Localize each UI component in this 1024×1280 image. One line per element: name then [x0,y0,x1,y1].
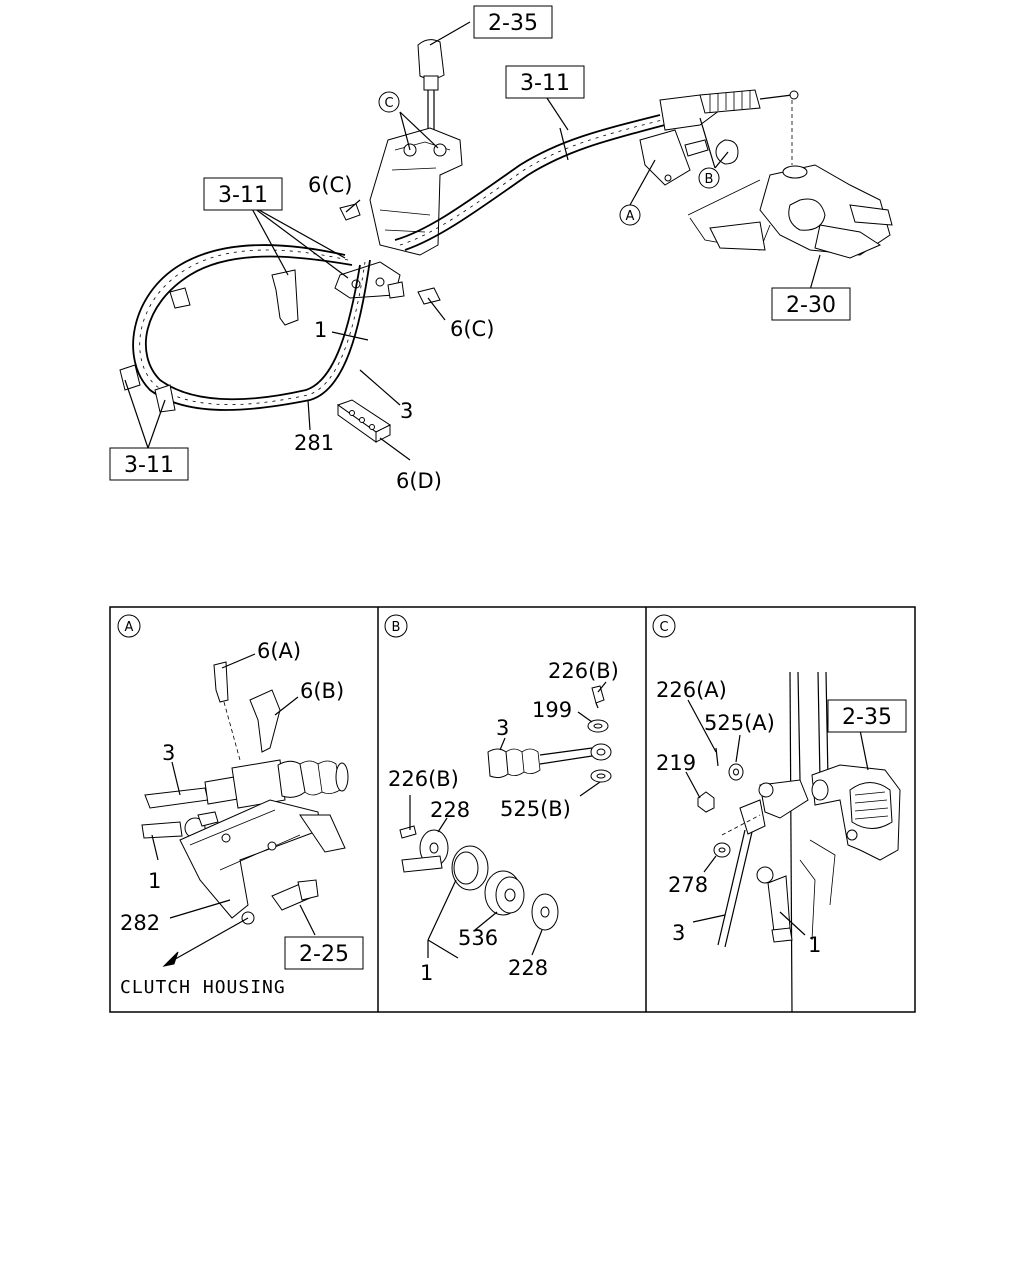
callout-2-30: 2-30 [771,287,851,321]
svg-text:2-35: 2-35 [488,11,538,36]
shift-cable-right [394,89,799,251]
label-6d: 6(D) [396,469,442,493]
label-281: 281 [294,431,334,455]
svg-text:2-35: 2-35 [842,705,892,730]
leader-lines-top [124,21,821,461]
label-b-199: 199 [532,698,572,722]
label-b-228-bottom: 228 [508,956,548,980]
shift-knob [417,39,445,140]
svg-text:2-25: 2-25 [299,942,349,967]
block-6d [336,399,391,443]
label-6c-left: 6(C) [308,173,352,197]
detail-panel-a: A 6(A) [117,614,364,998]
svg-text:3-11: 3-11 [520,71,570,96]
label-a-3: 3 [162,741,175,765]
label-b-226b-top: 226(B) [548,659,619,683]
svg-text:2-30: 2-30 [786,293,836,318]
label-c-278: 278 [668,873,708,897]
cable-assembly-drawing [119,21,893,461]
label-c-525a: 525(A) [704,711,775,735]
svg-text:3-11: 3-11 [124,453,174,478]
label-b-226b-left: 226(B) [388,767,459,791]
label-6c-right: 6(C) [450,317,494,341]
callout-2-25: 2-25 [284,936,364,970]
callout-3-11-left: 3-11 [203,177,283,211]
detail-marker-b: B [698,167,720,189]
detail-marker-c: C [378,91,400,113]
panel-a-badge: A [117,614,141,638]
svg-text:B: B [392,620,401,635]
label-b-228-top: 228 [430,798,470,822]
label-b-1: 1 [420,961,433,985]
shift-cable-left-loop [119,244,371,413]
label-a-6a: 6(A) [257,639,301,663]
label-c-219: 219 [656,751,696,775]
label-b-525b: 525(B) [500,797,571,821]
detail-panel-b: B [384,614,619,985]
label-1-top: 1 [314,318,327,342]
detail-marker-a: A [619,204,641,226]
svg-text:B: B [705,172,714,187]
svg-text:A: A [125,620,134,635]
panel-b-badge: B [384,614,408,638]
callout-2-35-top: 2-35 [473,5,553,39]
callout-2-35-panel-c: 2-35 [827,699,907,733]
label-b-536: 536 [458,926,498,950]
label-a-1: 1 [148,869,161,893]
label-a-282: 282 [120,911,160,935]
detail-panel-c: C [652,614,907,1013]
label-c-226a: 226(A) [656,678,727,702]
clip-6c-icons [339,203,441,305]
svg-text:C: C [659,620,668,635]
callout-3-11-top: 3-11 [505,65,585,99]
svg-text:A: A [626,209,635,224]
detail-panels-frame [109,606,916,1013]
svg-text:C: C [384,96,393,111]
transmission-shifter [687,164,893,259]
label-a-6b: 6(B) [300,679,344,703]
label-b-3: 3 [496,716,509,740]
svg-text:3-11: 3-11 [218,183,268,208]
caption-clutch-housing: CLUTCH HOUSING [120,977,286,998]
callout-3-11-bottom: 3-11 [109,447,189,481]
panel-c-badge: C [652,614,676,638]
label-c-3: 3 [672,921,685,945]
label-3-top: 3 [400,399,413,423]
label-c-1: 1 [808,933,821,957]
